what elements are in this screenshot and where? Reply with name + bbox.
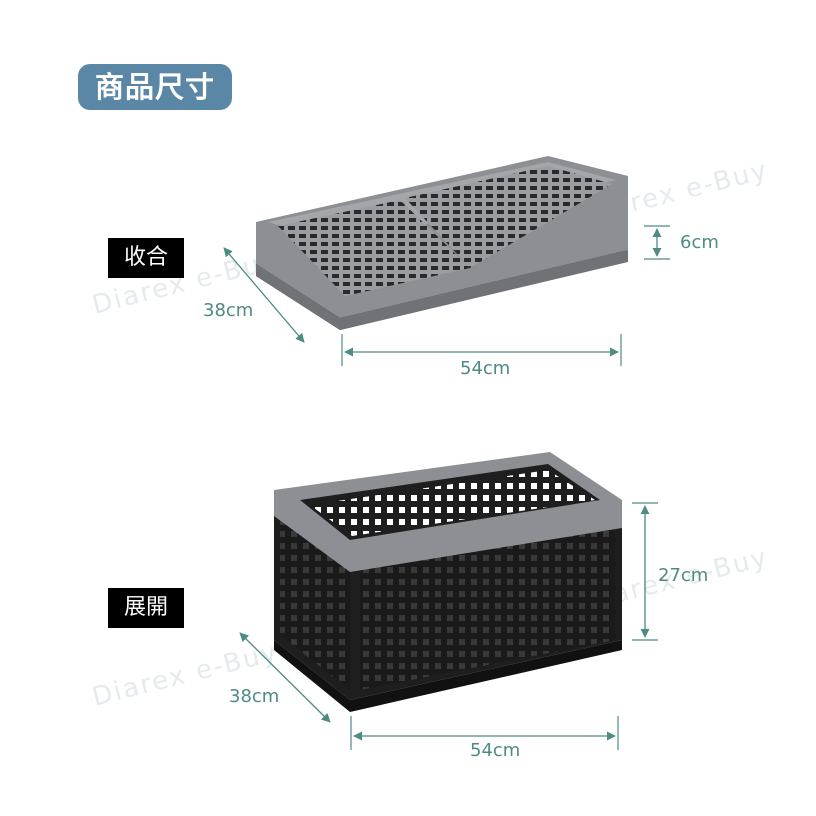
- folded-crate: [256, 156, 628, 330]
- folded-depth-label: 38cm: [203, 300, 254, 321]
- unfolded-depth-label: 38cm: [229, 686, 280, 707]
- unfolded-width-label: 54cm: [470, 740, 521, 761]
- folded-height-label: 6cm: [680, 232, 719, 253]
- folded-width-label: 54cm: [460, 358, 511, 379]
- unfolded-crate: [274, 452, 622, 712]
- folded-label: 收合: [108, 238, 184, 278]
- unfolded-height-label: 27cm: [658, 565, 709, 586]
- section-title: 商品尺寸: [78, 64, 232, 110]
- unfolded-label: 展開: [108, 588, 184, 628]
